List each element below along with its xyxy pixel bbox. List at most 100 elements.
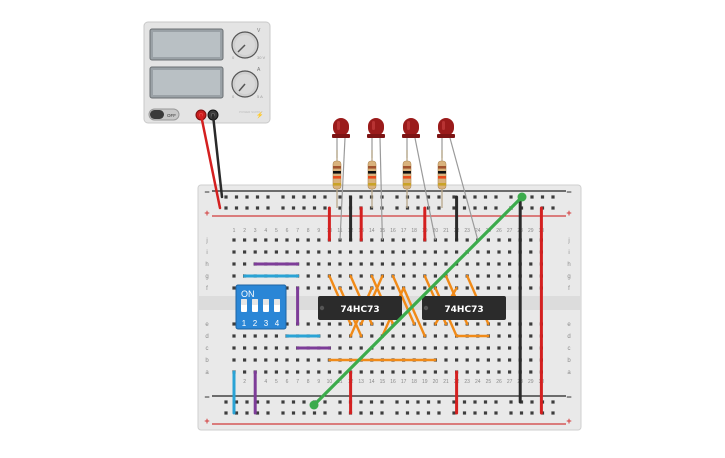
- breadboard-hole: [444, 358, 448, 362]
- led-leg: [449, 137, 479, 241]
- column-number-bottom: 20: [433, 379, 439, 385]
- breadboard-hole: [359, 400, 363, 404]
- breadboard-hole: [444, 238, 448, 242]
- resistor-3[interactable]: [402, 150, 412, 208]
- power-lead-black[interactable]: [211, 113, 224, 199]
- breadboard-hole: [483, 206, 488, 210]
- dip-switch-body: [235, 284, 287, 330]
- voltage-knob-max: 30 V: [257, 55, 266, 60]
- breadboard-hole: [455, 250, 459, 254]
- breadboard-hole: [462, 195, 467, 199]
- breadboard-hole: [338, 274, 342, 278]
- breadboard-hole: [433, 346, 437, 350]
- led-array[interactable]: [332, 118, 479, 241]
- wire-orange-4[interactable]: [391, 274, 416, 326]
- breadboard-hole: [462, 206, 467, 210]
- breadboard-hole: [264, 238, 268, 242]
- wire-orange-10[interactable]: [402, 286, 426, 338]
- breadboard-hole: [312, 411, 317, 415]
- breadboard-hole: [359, 250, 363, 254]
- breadboard-hole: [359, 346, 363, 350]
- breadboard-hole: [426, 400, 431, 404]
- wire-green-end[interactable]: [309, 400, 319, 410]
- led-1[interactable]: [332, 118, 350, 241]
- row-letter-right: d: [567, 334, 570, 340]
- breadboard-hole: [338, 400, 342, 404]
- column-number-top: 23: [464, 228, 470, 234]
- breadboard-hole: [369, 400, 374, 404]
- breadboard-hole: [317, 274, 321, 278]
- resistor-2[interactable]: [367, 150, 377, 208]
- breadboard-hole: [433, 334, 437, 338]
- chip-74hc73-1[interactable]: 74HC73: [318, 296, 402, 320]
- column-number-top: 20: [433, 228, 439, 234]
- breadboard-hole: [508, 322, 512, 326]
- breadboard-hole: [253, 358, 257, 362]
- breadboard-hole: [416, 195, 420, 199]
- breadboard-hole: [224, 206, 228, 210]
- led-body: [368, 118, 384, 136]
- led-2[interactable]: [367, 118, 385, 241]
- breadboard-hole: [266, 195, 270, 199]
- breadboard-hole: [426, 411, 431, 415]
- wire-green-diagonal[interactable]: [312, 195, 524, 407]
- breadboard-hole: [412, 334, 416, 338]
- breadboard-hole: [274, 250, 278, 254]
- chip-74hc73-2[interactable]: 74HC73: [422, 296, 506, 320]
- breadboard-hole: [423, 370, 427, 374]
- wires-top[interactable]: [309, 192, 527, 410]
- column-number-top: 14: [369, 228, 375, 234]
- breadboard-hole: [509, 195, 513, 199]
- breadboard-hole: [232, 274, 236, 278]
- rail-minus-label: −: [566, 187, 571, 197]
- dip-switch-lever-knob[interactable]: [274, 299, 280, 305]
- breadboard-hole: [274, 334, 278, 338]
- breadboard-hole: [529, 250, 533, 254]
- current-knob[interactable]: [231, 70, 259, 98]
- breadboard-hole: [232, 286, 236, 290]
- breadboard-hole: [274, 358, 278, 362]
- row-letter-left: b: [205, 358, 209, 364]
- power-lead-red[interactable]: [199, 113, 222, 210]
- dip-switch-lever-knob[interactable]: [252, 299, 258, 305]
- breadboard-hole: [416, 411, 420, 415]
- power-supply[interactable]: V 30 V 0 A 5 A 0 OFF POWER SUPPLY ⚡: [143, 21, 271, 124]
- breadboard-hole: [437, 400, 441, 404]
- led-4[interactable]: [437, 118, 479, 241]
- breadboard-hole: [253, 334, 257, 338]
- column-number-bottom: 7: [296, 379, 299, 385]
- chip-1-label: 74HC73: [340, 305, 379, 315]
- row-letter-right: b: [567, 358, 571, 364]
- led-highlight: [372, 121, 375, 130]
- breadboard-hole: [327, 250, 331, 254]
- resistor-1[interactable]: [332, 150, 342, 208]
- breadboard-hole: [274, 346, 278, 350]
- column-number-top: 8: [307, 228, 310, 234]
- breadboard-hole: [483, 195, 488, 199]
- current-knob-max: 5 A: [257, 94, 263, 99]
- breadboard-hole: [380, 262, 384, 266]
- row-letter-right: j: [567, 238, 569, 244]
- led-3[interactable]: [402, 118, 436, 241]
- breadboard-hole: [508, 274, 512, 278]
- breadboard-hole: [317, 250, 321, 254]
- row-letter-left: c: [206, 346, 209, 352]
- dip-switch-lever-knob[interactable]: [263, 299, 269, 305]
- column-number-bottom: 14: [369, 379, 375, 385]
- column-number-top: 17: [401, 228, 407, 234]
- wires[interactable]: [199, 113, 543, 415]
- dip-switch-lever-knob[interactable]: [241, 299, 247, 305]
- voltage-knob[interactable]: [231, 31, 259, 59]
- column-number-bottom: 9: [317, 379, 320, 385]
- breadboard-hole: [369, 411, 374, 415]
- resistor-4[interactable]: [437, 150, 447, 208]
- wire-green-end[interactable]: [517, 192, 527, 202]
- power-switch[interactable]: OFF: [148, 108, 180, 121]
- breadboard-hole: [245, 206, 249, 210]
- row-letter-right: f: [568, 286, 570, 292]
- breadboard-hole: [312, 206, 317, 210]
- breadboard-hole: [255, 206, 260, 210]
